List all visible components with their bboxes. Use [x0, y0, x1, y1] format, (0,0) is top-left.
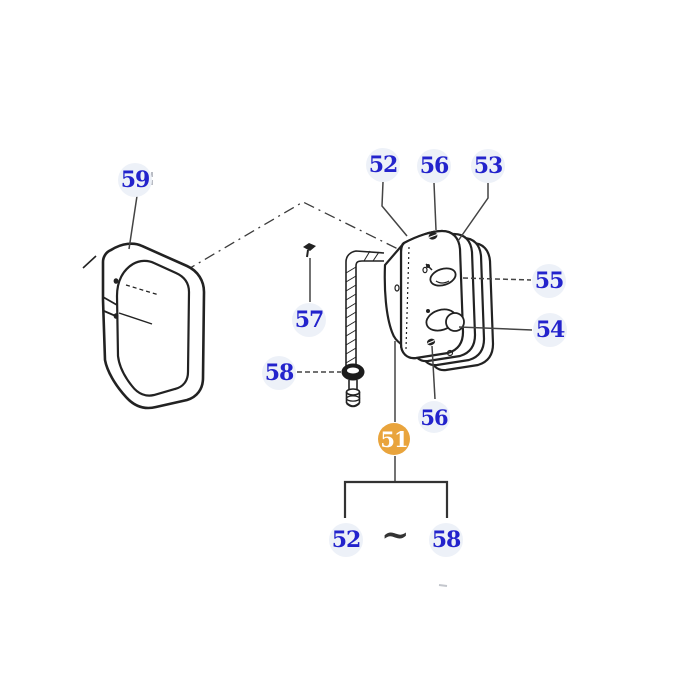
callout-57[interactable]: 57	[292, 303, 326, 337]
leader-54	[458, 326, 533, 331]
center-axis-line	[184, 201, 401, 272]
part-57-screw-drawing	[303, 243, 316, 258]
lamp-body-drawing	[383, 229, 495, 372]
callout-58-range[interactable]: 58	[429, 523, 463, 557]
range-tilde: ~	[381, 515, 410, 555]
callout-54[interactable]: 54	[533, 313, 567, 347]
leader-59	[128, 195, 138, 250]
part-58-grommet-drawing	[341, 363, 365, 408]
range-bracket-51	[343, 480, 449, 518]
leader-55	[462, 277, 532, 281]
callout-52-top[interactable]: 52	[366, 148, 400, 182]
callout-53[interactable]: 53	[471, 149, 505, 183]
callout-59[interactable]: 59	[118, 163, 152, 197]
callout-52-range[interactable]: 52	[329, 523, 363, 557]
callout-58[interactable]: 58	[262, 356, 296, 390]
leader-lines	[128, 181, 533, 481]
stray-mark	[438, 584, 448, 587]
callout-56-bottom[interactable]: 56	[418, 401, 450, 433]
leader-56-bottom	[431, 345, 436, 400]
callout-56-top[interactable]: 56	[417, 149, 451, 183]
callout-55[interactable]: 55	[532, 264, 566, 298]
part-59-cushion-drawing	[82, 242, 206, 410]
part-58-rod-drawing	[345, 250, 385, 366]
leader-52-top	[381, 181, 408, 237]
leader-56-top	[433, 182, 437, 231]
callout-51-highlighted[interactable]: 51	[378, 423, 410, 455]
leader-53	[457, 183, 489, 242]
